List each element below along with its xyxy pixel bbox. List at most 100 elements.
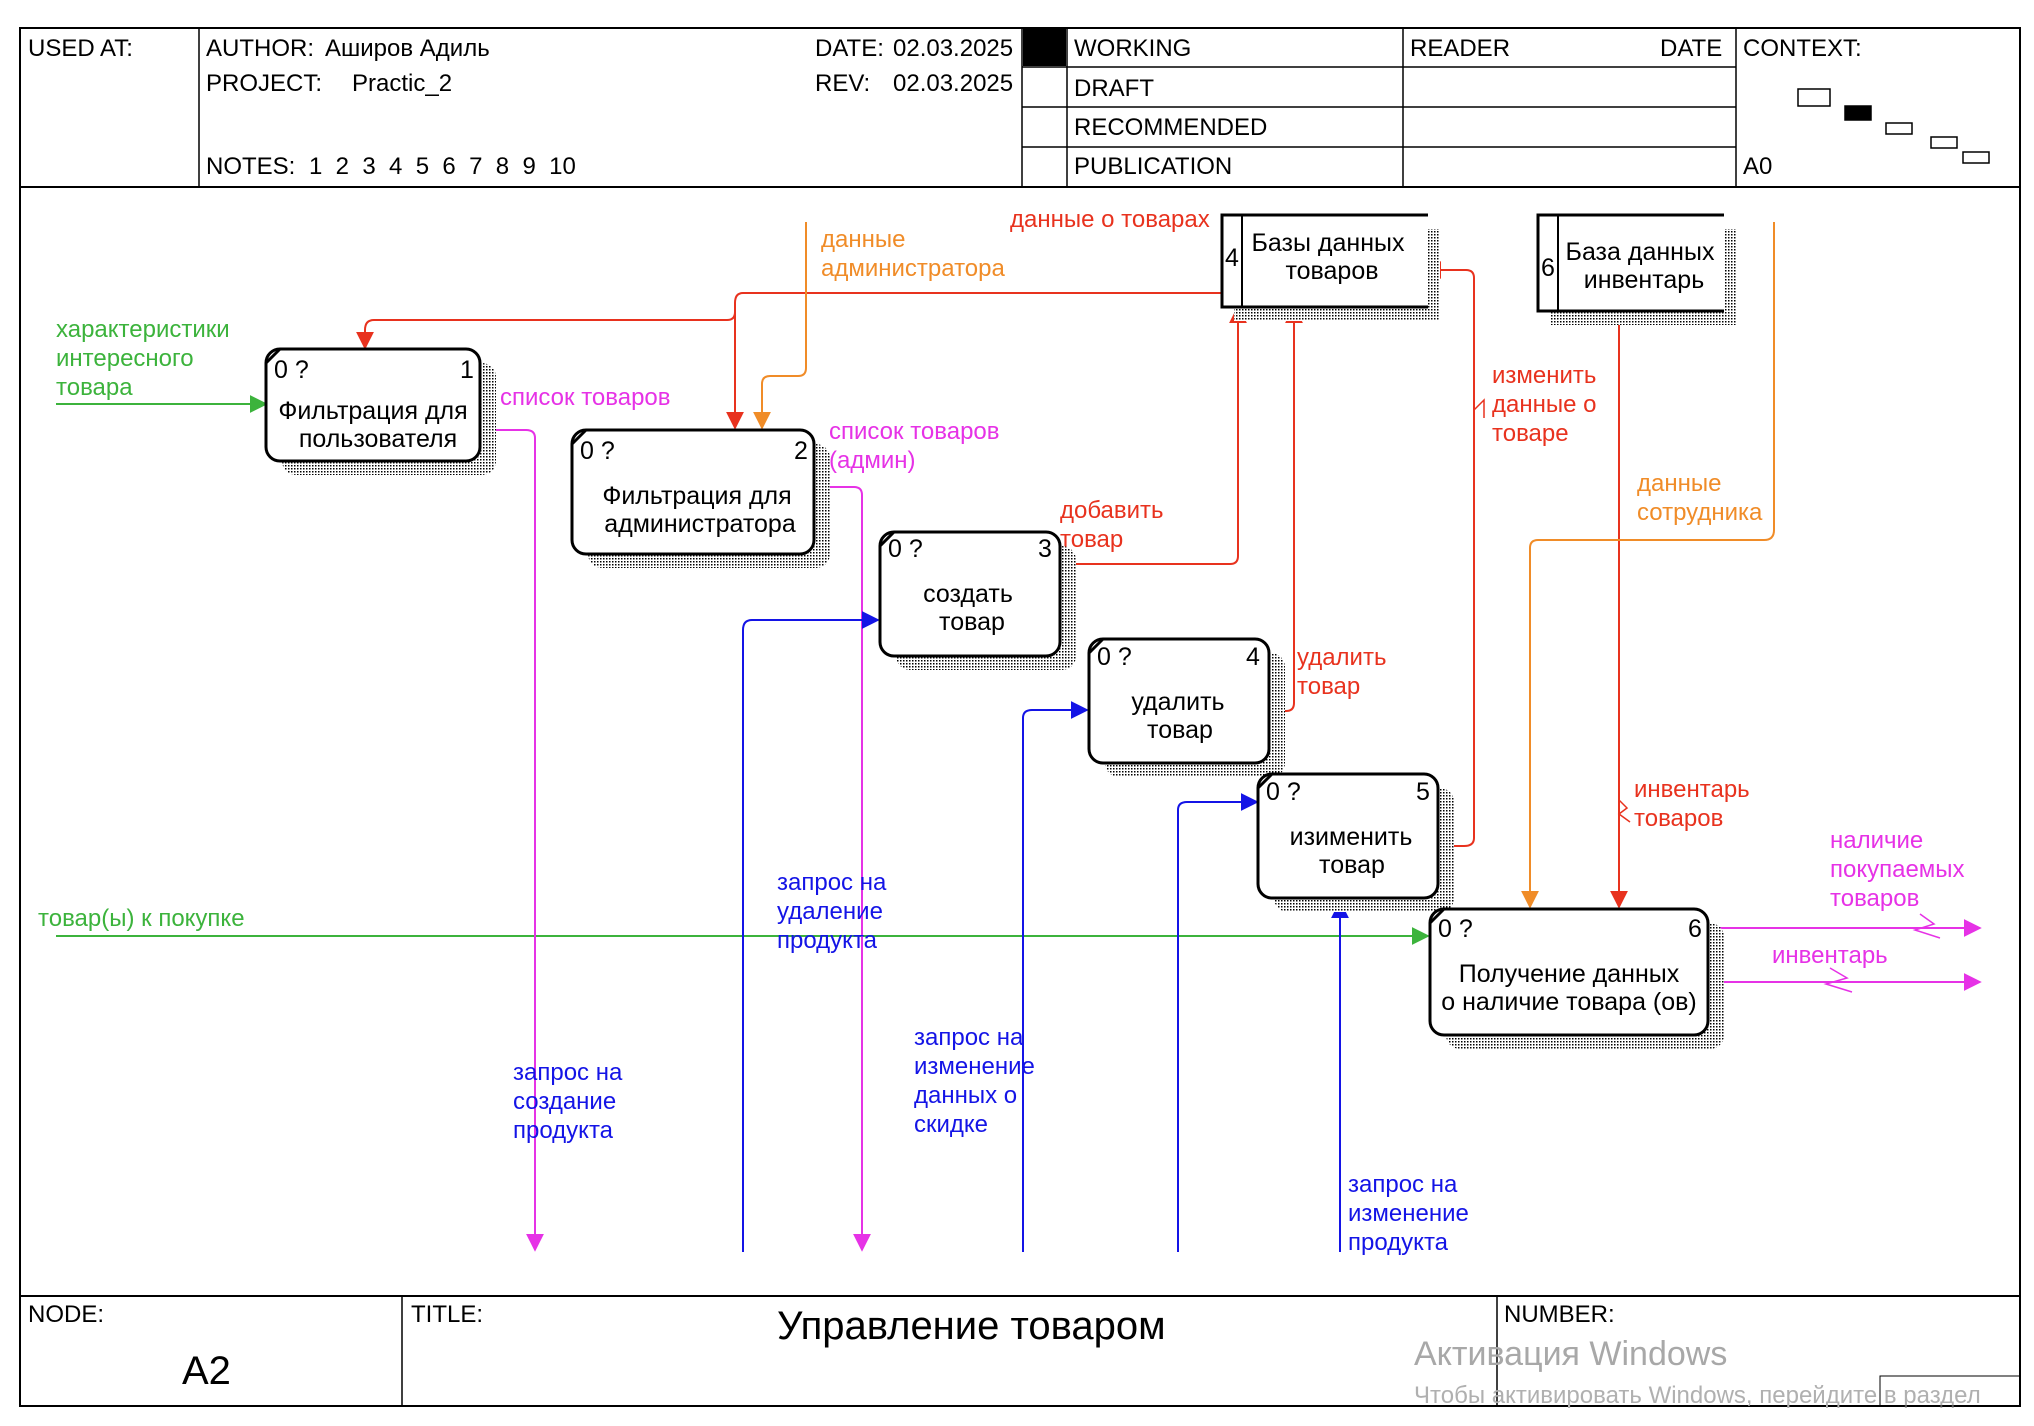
datastore-goods-title: Базы данных bbox=[1252, 229, 1405, 257]
label-discount-request-3: данных о bbox=[914, 1082, 1017, 1109]
activity-box-3[interactable]: 0 ? 3 создать товар bbox=[878, 530, 1076, 670]
label-discount-request: запрос на bbox=[914, 1024, 1024, 1051]
activity-5-title-2: товар bbox=[1319, 851, 1385, 879]
activity-1-title: Фильтрация для bbox=[278, 397, 467, 425]
label-inventory-out: инвентарь bbox=[1772, 942, 1888, 969]
activity-3-number: 3 bbox=[1038, 535, 1052, 563]
label-create-request-3: продукта bbox=[513, 1117, 614, 1144]
arrows bbox=[56, 222, 1982, 1252]
squiggle-availability bbox=[1912, 913, 1941, 939]
label-delete-request-3: продукта bbox=[777, 927, 878, 954]
squiggle-change-data bbox=[1473, 398, 1485, 418]
label-availability: наличие bbox=[1830, 827, 1923, 854]
rev-value: 02.03.2025 bbox=[893, 70, 1013, 97]
arrow-goods-list-admin-output[interactable] bbox=[819, 486, 871, 1252]
activity-2-title: Фильтрация для bbox=[602, 482, 791, 510]
working-status-marker bbox=[1023, 29, 1066, 66]
activity-box-5[interactable]: 0 ? 5 изименить товар bbox=[1256, 772, 1454, 912]
notes-label: NOTES: bbox=[206, 153, 295, 180]
arrow-goods-data-control[interactable] bbox=[356, 292, 1222, 350]
project-value: Practic_2 bbox=[352, 70, 452, 97]
page-border bbox=[19, 27, 2021, 1407]
diagram-title: Управление товаром bbox=[777, 1304, 1166, 1348]
project-label: PROJECT: bbox=[206, 70, 322, 97]
label-admin-data-2: администратора bbox=[821, 255, 1005, 282]
node-label: NODE: bbox=[28, 1301, 104, 1328]
label-add-item-2: товар bbox=[1060, 526, 1123, 553]
activity-1-title-2: пользователя bbox=[299, 425, 457, 453]
arrow-discount-request[interactable] bbox=[1022, 701, 1089, 1252]
notes-value: 1 2 3 4 5 6 7 8 9 10 bbox=[309, 153, 576, 180]
title-label: TITLE: bbox=[411, 1301, 483, 1328]
datastore-goods-title-2: товаров bbox=[1285, 257, 1378, 285]
datastore-inventory-title: База данных bbox=[1566, 238, 1715, 266]
arrow-delete-item[interactable] bbox=[1273, 305, 1303, 712]
activity-6-number: 6 bbox=[1688, 915, 1702, 943]
node-value: A2 bbox=[182, 1349, 231, 1393]
activity-3-title: создать bbox=[923, 580, 1013, 608]
arrow-employee-data-control[interactable] bbox=[1521, 222, 1775, 909]
arrow-add-item[interactable] bbox=[1060, 305, 1247, 565]
activity-3-cost: 0 ? bbox=[888, 535, 923, 563]
squiggle-inventory-out bbox=[1823, 967, 1853, 993]
status-publication: PUBLICATION bbox=[1074, 153, 1232, 180]
label-discount-request-2: изменение bbox=[914, 1053, 1035, 1080]
label-create-request: запрос на bbox=[513, 1059, 623, 1086]
context-node: A0 bbox=[1743, 153, 1772, 180]
author-value: Аширов Адиль bbox=[325, 35, 490, 62]
status-working: WORKING bbox=[1074, 35, 1191, 62]
arrow-change-item-data[interactable] bbox=[1423, 261, 1475, 847]
arrow-delete-request[interactable] bbox=[1177, 793, 1259, 1252]
label-inventory: инвентарь bbox=[1634, 776, 1750, 803]
datastore-inventory[interactable]: 6 База данных инвентарь bbox=[1536, 213, 1736, 325]
label-goods-data: данные о товарах bbox=[1010, 206, 1210, 233]
datastore-goods[interactable]: 4 Базы данных товаров bbox=[1220, 213, 1440, 321]
context-map-icon bbox=[1797, 88, 1990, 164]
label-change-request-2: изменение bbox=[1348, 1200, 1469, 1227]
label-goods-list-admin-2: (админ) bbox=[829, 447, 916, 474]
windows-activation-hint: Чтобы активировать Windows, перейдите в … bbox=[1414, 1382, 1981, 1409]
label-goods-to-buy: товар(ы) к покупке bbox=[38, 905, 245, 932]
label-availability-2: покупаемых bbox=[1830, 856, 1965, 883]
label-employee-data-2: сотрудника bbox=[1637, 499, 1763, 526]
activity-box-6[interactable]: 0 ? 6 Получение данных о наличие товара … bbox=[1428, 907, 1724, 1049]
label-create-request-2: создание bbox=[513, 1088, 616, 1115]
label-change-request-3: продукта bbox=[1348, 1229, 1449, 1256]
activity-box-2[interactable]: 0 ? 2 Фильтрация для администратора bbox=[570, 428, 830, 568]
label-goods-list: список товаров bbox=[500, 384, 671, 411]
label-characteristics-3: товара bbox=[56, 374, 133, 401]
activity-5-number: 5 bbox=[1416, 778, 1430, 806]
activity-5-title: изименить bbox=[1290, 823, 1413, 851]
activity-4-cost: 0 ? bbox=[1097, 643, 1132, 671]
squiggle-inventory bbox=[1617, 799, 1631, 823]
label-delete-item-2: товар bbox=[1297, 673, 1360, 700]
activity-box-4[interactable]: 0 ? 4 удалить товар bbox=[1087, 637, 1285, 777]
label-employee-data: данные bbox=[1637, 470, 1721, 497]
activity-4-number: 4 bbox=[1246, 643, 1260, 671]
activity-1-number: 1 bbox=[460, 356, 474, 384]
number-label: NUMBER: bbox=[1504, 1301, 1615, 1328]
activity-3-title-2: товар bbox=[939, 608, 1005, 636]
datastore-inventory-number: 6 bbox=[1541, 254, 1555, 282]
activity-1-cost: 0 ? bbox=[274, 356, 309, 384]
label-add-item: добавить bbox=[1060, 497, 1164, 524]
activity-4-title: удалить bbox=[1131, 688, 1224, 716]
arrow-admin-data-control[interactable] bbox=[753, 222, 807, 430]
date-value: 02.03.2025 bbox=[893, 35, 1013, 62]
label-delete-item: удалить bbox=[1297, 644, 1386, 671]
windows-activation-watermark: Активация Windows bbox=[1414, 1335, 1727, 1373]
arrow-goods-list-output[interactable] bbox=[480, 429, 544, 1252]
activity-6-title-2: о наличие товара (ов) bbox=[1441, 988, 1697, 1016]
label-change-request: запрос на bbox=[1348, 1171, 1458, 1198]
label-characteristics: характеристики bbox=[56, 316, 230, 343]
context-label: CONTEXT: bbox=[1743, 35, 1862, 62]
arrow-labels: характеристики интересного товара товар(… bbox=[38, 206, 1965, 1256]
reader-date-label: DATE bbox=[1660, 35, 1722, 62]
arrow-create-request[interactable] bbox=[742, 611, 880, 1252]
label-change-data-2: данные о bbox=[1492, 391, 1596, 418]
label-change-data: изменить bbox=[1492, 362, 1596, 389]
datastore-goods-number: 4 bbox=[1225, 244, 1239, 272]
label-availability-3: товаров bbox=[1830, 885, 1919, 912]
activity-box-1[interactable]: 0 ? 1 Фильтрация для пользователя bbox=[264, 347, 496, 475]
